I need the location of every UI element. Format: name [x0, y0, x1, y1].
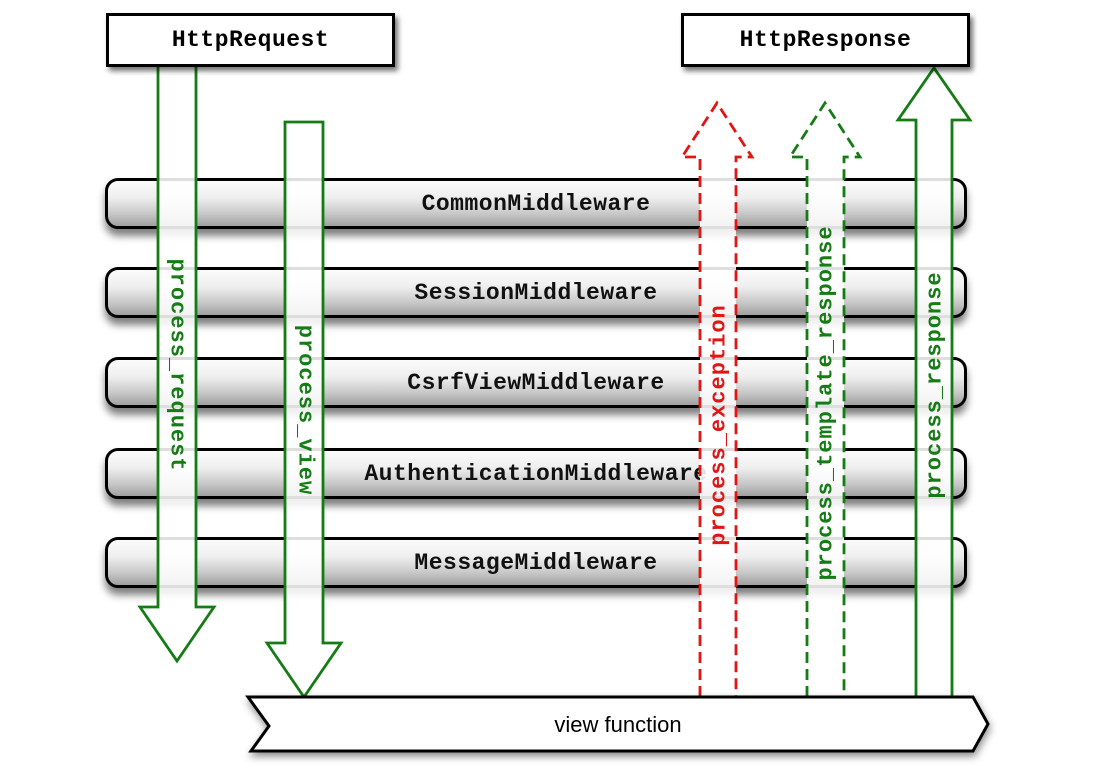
middleware-bar-label: CsrfViewMiddleware: [407, 369, 665, 396]
process-view-label: process_view: [292, 324, 318, 496]
process-response-label: process_response: [922, 271, 948, 499]
middleware-bar: CommonMiddleware: [105, 178, 967, 229]
process-request-label: process_request: [164, 258, 190, 472]
middleware-bar-label: MessageMiddleware: [414, 549, 658, 576]
view-function-label: view function: [554, 712, 682, 737]
http-request-label: HttpRequest: [171, 27, 330, 53]
http-request-box: HttpRequest: [106, 13, 395, 67]
http-response-label: HttpResponse: [739, 27, 912, 53]
middleware-bar-label: AuthenticationMiddleware: [364, 460, 708, 487]
process-exception-label: process_exception: [706, 304, 732, 546]
middleware-bar-label: CommonMiddleware: [421, 190, 651, 217]
middleware-bar-label: SessionMiddleware: [414, 279, 658, 306]
process-template-response-label: process_template_response: [813, 225, 839, 581]
http-response-box: HttpResponse: [681, 13, 970, 67]
